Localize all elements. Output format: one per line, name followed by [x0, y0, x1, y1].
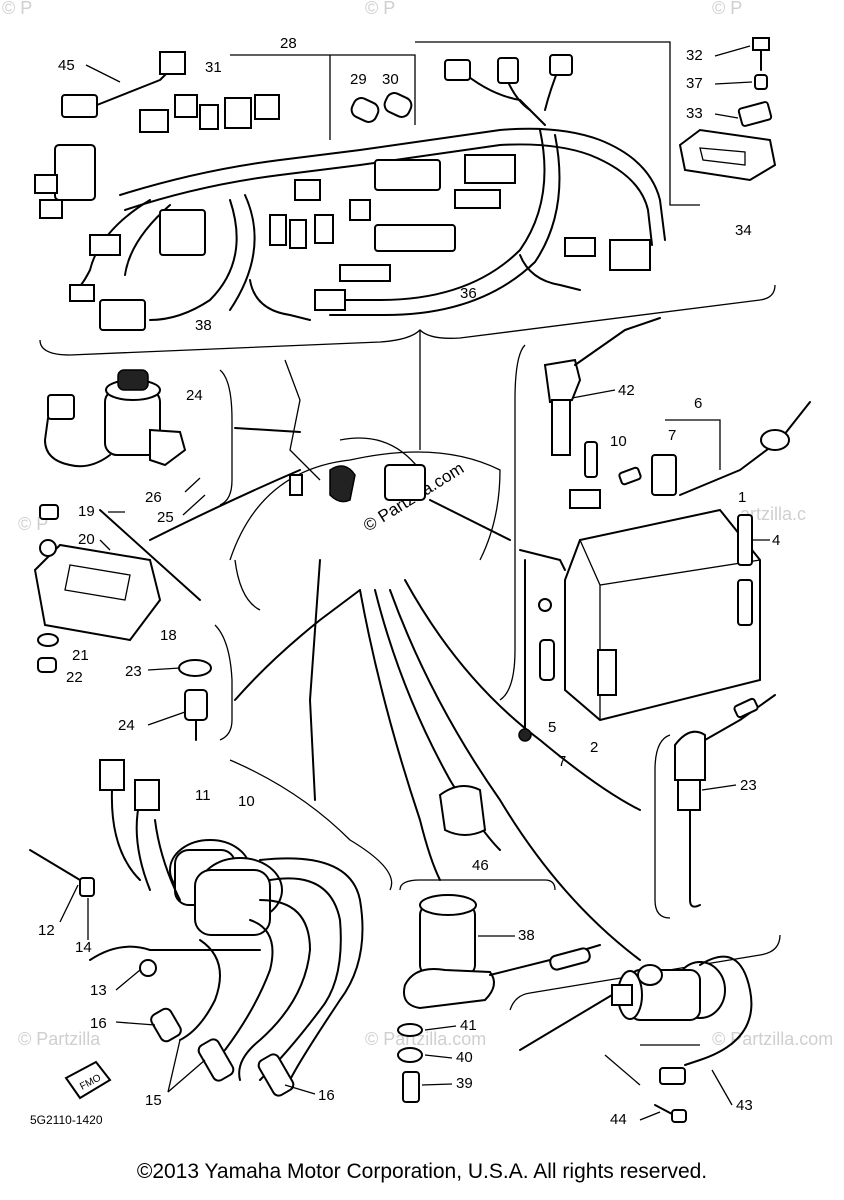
callout-3: 4 [772, 532, 780, 549]
svg-text:© P: © P [365, 0, 395, 18]
callout-31: 31 [205, 59, 222, 76]
callout-12: 12 [38, 922, 55, 939]
callout-34: 34 [735, 222, 752, 239]
svg-text:© Partzilla.com: © Partzilla.com [365, 1029, 486, 1049]
callout-18: 19 [78, 503, 95, 520]
callout-25: 24 [186, 387, 203, 404]
callout-27: 26 [145, 489, 162, 506]
callout-14: 14 [75, 939, 92, 956]
callout-15: 15 [145, 1092, 162, 1109]
relay-and-solenoid [397, 785, 781, 1123]
callout-19: 20 [78, 531, 95, 548]
callout-41: 41 [460, 1017, 477, 1034]
callout-2: 2 [590, 739, 598, 756]
callout-17: 18 [160, 627, 177, 644]
svg-text:© Partzilla: © Partzilla [18, 1029, 101, 1049]
wire-harness [34, 37, 777, 356]
callout-7: 7 [558, 753, 566, 770]
callout-28: 28 [280, 35, 297, 52]
callout-16b: 16 [318, 1087, 335, 1104]
callout-36: 36 [460, 285, 477, 302]
callout-9: 10 [610, 433, 627, 450]
battery-assembly [518, 317, 811, 742]
svg-text:artzilla.c: artzilla.c [740, 504, 806, 524]
callout-32: 32 [686, 47, 703, 64]
callout-33: 33 [686, 105, 703, 122]
copyright-notice: ©2013 Yamaha Motor Corporation, U.S.A. A… [136, 1160, 708, 1183]
watermark-row: © P © P © P © P artzilla.c © Partzilla ©… [2, 0, 833, 1049]
callout-30: 30 [382, 71, 399, 88]
callout-13: 13 [90, 982, 107, 999]
callout-21: 22 [66, 669, 83, 686]
callout-26: 25 [157, 509, 174, 526]
callout-20: 21 [72, 647, 89, 664]
callout-39: 39 [456, 1075, 473, 1092]
callout-4: 5 [548, 719, 556, 736]
callout-1: 1 [738, 489, 746, 506]
callout-24: 23 [740, 777, 757, 794]
callout-40: 40 [456, 1049, 473, 1066]
callout-29: 29 [350, 71, 367, 88]
callout-37: 38 [195, 317, 212, 334]
callout-10: 10 [238, 793, 255, 810]
callout-16a: 16 [90, 1015, 107, 1032]
callout-5: 6 [694, 395, 702, 412]
callout-labels: 28 29 30 31 45 32 37 33 34 36 38 24 26 2… [38, 35, 780, 1128]
frame-wiring [149, 344, 641, 961]
callout-46: 46 [472, 857, 489, 874]
callout-43: 43 [736, 1097, 753, 1114]
callout-23: 24 [118, 717, 135, 734]
callout-44: 44 [610, 1111, 627, 1128]
svg-text:© P: © P [2, 0, 32, 18]
callout-35: 37 [686, 75, 703, 92]
main-switch-assembly [33, 369, 301, 741]
diagram-part-code: 5G2110-1420 [30, 1113, 103, 1127]
callout-38: 38 [518, 927, 535, 944]
ignition-coil-assembly [29, 759, 393, 1100]
callout-6: 7 [668, 427, 676, 444]
callout-22: 23 [125, 663, 142, 680]
callout-45: 45 [58, 57, 75, 74]
svg-text:© P: © P [712, 0, 742, 18]
sensor-24 [654, 694, 776, 919]
callout-42: 42 [618, 382, 635, 399]
callout-11: 11 [195, 787, 211, 804]
leader-lines [59, 45, 770, 1121]
